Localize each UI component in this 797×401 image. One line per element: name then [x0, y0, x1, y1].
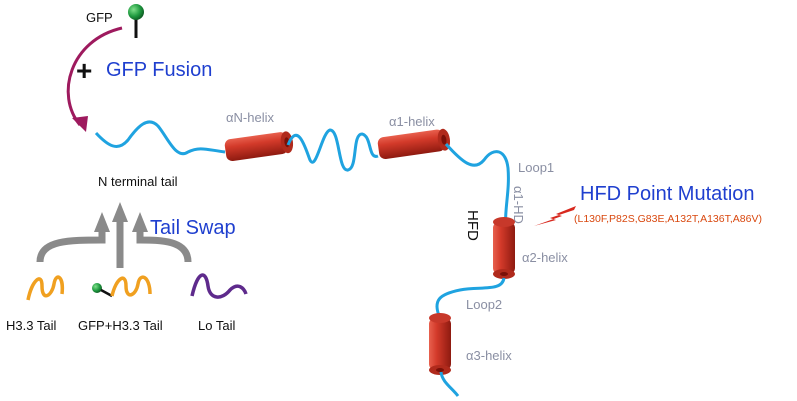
fusion-arrow	[66, 26, 123, 126]
gfp-small-icon	[92, 283, 102, 293]
hfd-point-mutation-label: HFD Point Mutation	[580, 183, 755, 205]
mutation-list-label: (L130F,P82S,G83E,A132T,A136T,A86V)	[574, 213, 762, 225]
h33-tail-label: H3.3 Tail	[6, 318, 56, 333]
a2-helix-cylinder	[493, 217, 515, 279]
n-terminal-chain	[94, 120, 226, 156]
an-helix-cylinder	[224, 131, 294, 162]
a1-helix-label: α1-helix	[389, 114, 435, 129]
fusion-arrowhead-icon	[72, 116, 88, 132]
gfp-label: GFP	[86, 10, 113, 25]
mutation-bolt-icon	[534, 206, 576, 226]
h33-tail-squiggle	[26, 275, 65, 301]
hfd-inner-label: α1-HD	[511, 186, 526, 224]
c-terminal-chain	[439, 371, 460, 397]
an-a1-linker-chain	[286, 128, 379, 172]
n-terminal-tail-label: N terminal tail	[98, 174, 178, 189]
tail-swap-label: Tail Swap	[150, 217, 236, 239]
loop2-chain	[435, 277, 506, 319]
plus-sign: +	[76, 55, 92, 86]
a3-helix-cylinder	[429, 313, 451, 375]
loop2-label: Loop2	[466, 297, 502, 312]
gfp-fusion-label: GFP Fusion	[106, 59, 212, 81]
gfp-small-stem	[100, 288, 113, 298]
a2-helix-label: α2-helix	[522, 250, 568, 265]
hfd-label: HFD	[464, 210, 481, 241]
lo-tail-squiggle	[190, 273, 248, 299]
a3-helix-label: α3-helix	[466, 348, 512, 363]
an-helix-label: αN-helix	[226, 110, 274, 125]
gfp-ball-icon	[128, 4, 144, 20]
tail-swap-arrowheads-icon	[94, 202, 148, 232]
gfp-h33-tail-squiggle	[110, 275, 152, 297]
lo-tail-label: Lo Tail	[198, 318, 235, 333]
loop1-label: Loop1	[518, 160, 554, 175]
tail-swap-arrows	[36, 222, 192, 268]
loop1-chain	[444, 143, 510, 233]
gfp-h33-tail-label: GFP+H3.3 Tail	[78, 318, 163, 333]
a1-helix-cylinder	[377, 128, 451, 160]
